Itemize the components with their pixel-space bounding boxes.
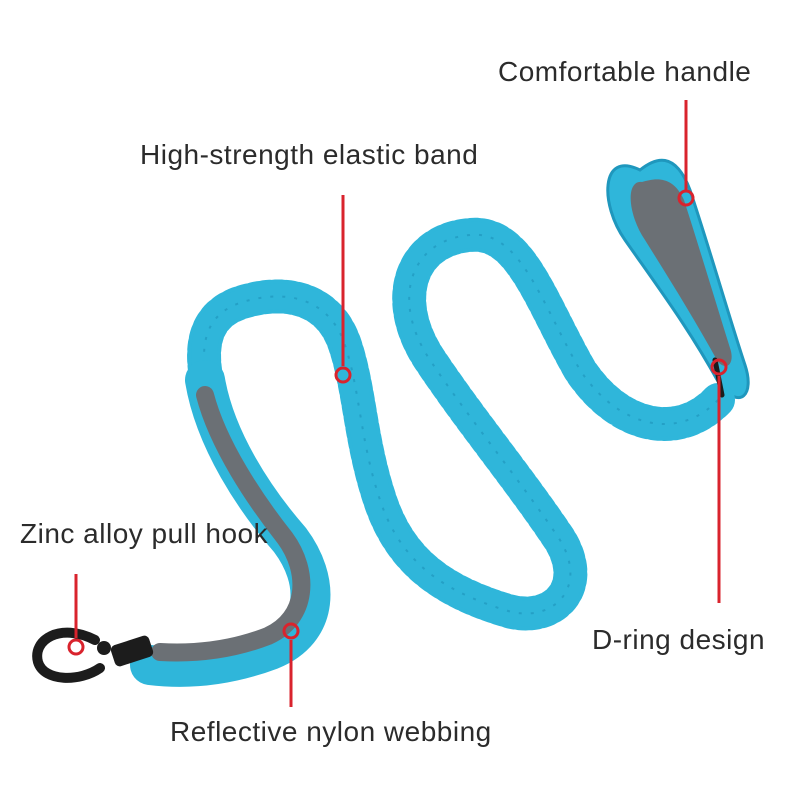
snap-hook (32, 627, 154, 683)
callout-hook (67, 574, 85, 656)
callout-dring (710, 358, 728, 603)
label-pull-hook: Zinc alloy pull hook (20, 518, 269, 549)
elastic-band (187, 217, 735, 631)
reflective-webbing (130, 360, 331, 687)
handle-loop (606, 158, 750, 399)
label-webbing: Reflective nylon webbing (170, 716, 492, 747)
label-d-ring: D-ring design (592, 624, 766, 655)
label-elastic-band: High-strength elastic band (140, 139, 479, 170)
callout-webbing (282, 622, 300, 707)
callout-handle (677, 100, 695, 207)
callout-elastic (334, 195, 352, 384)
label-comfortable-handle: Comfortable handle (498, 56, 752, 87)
